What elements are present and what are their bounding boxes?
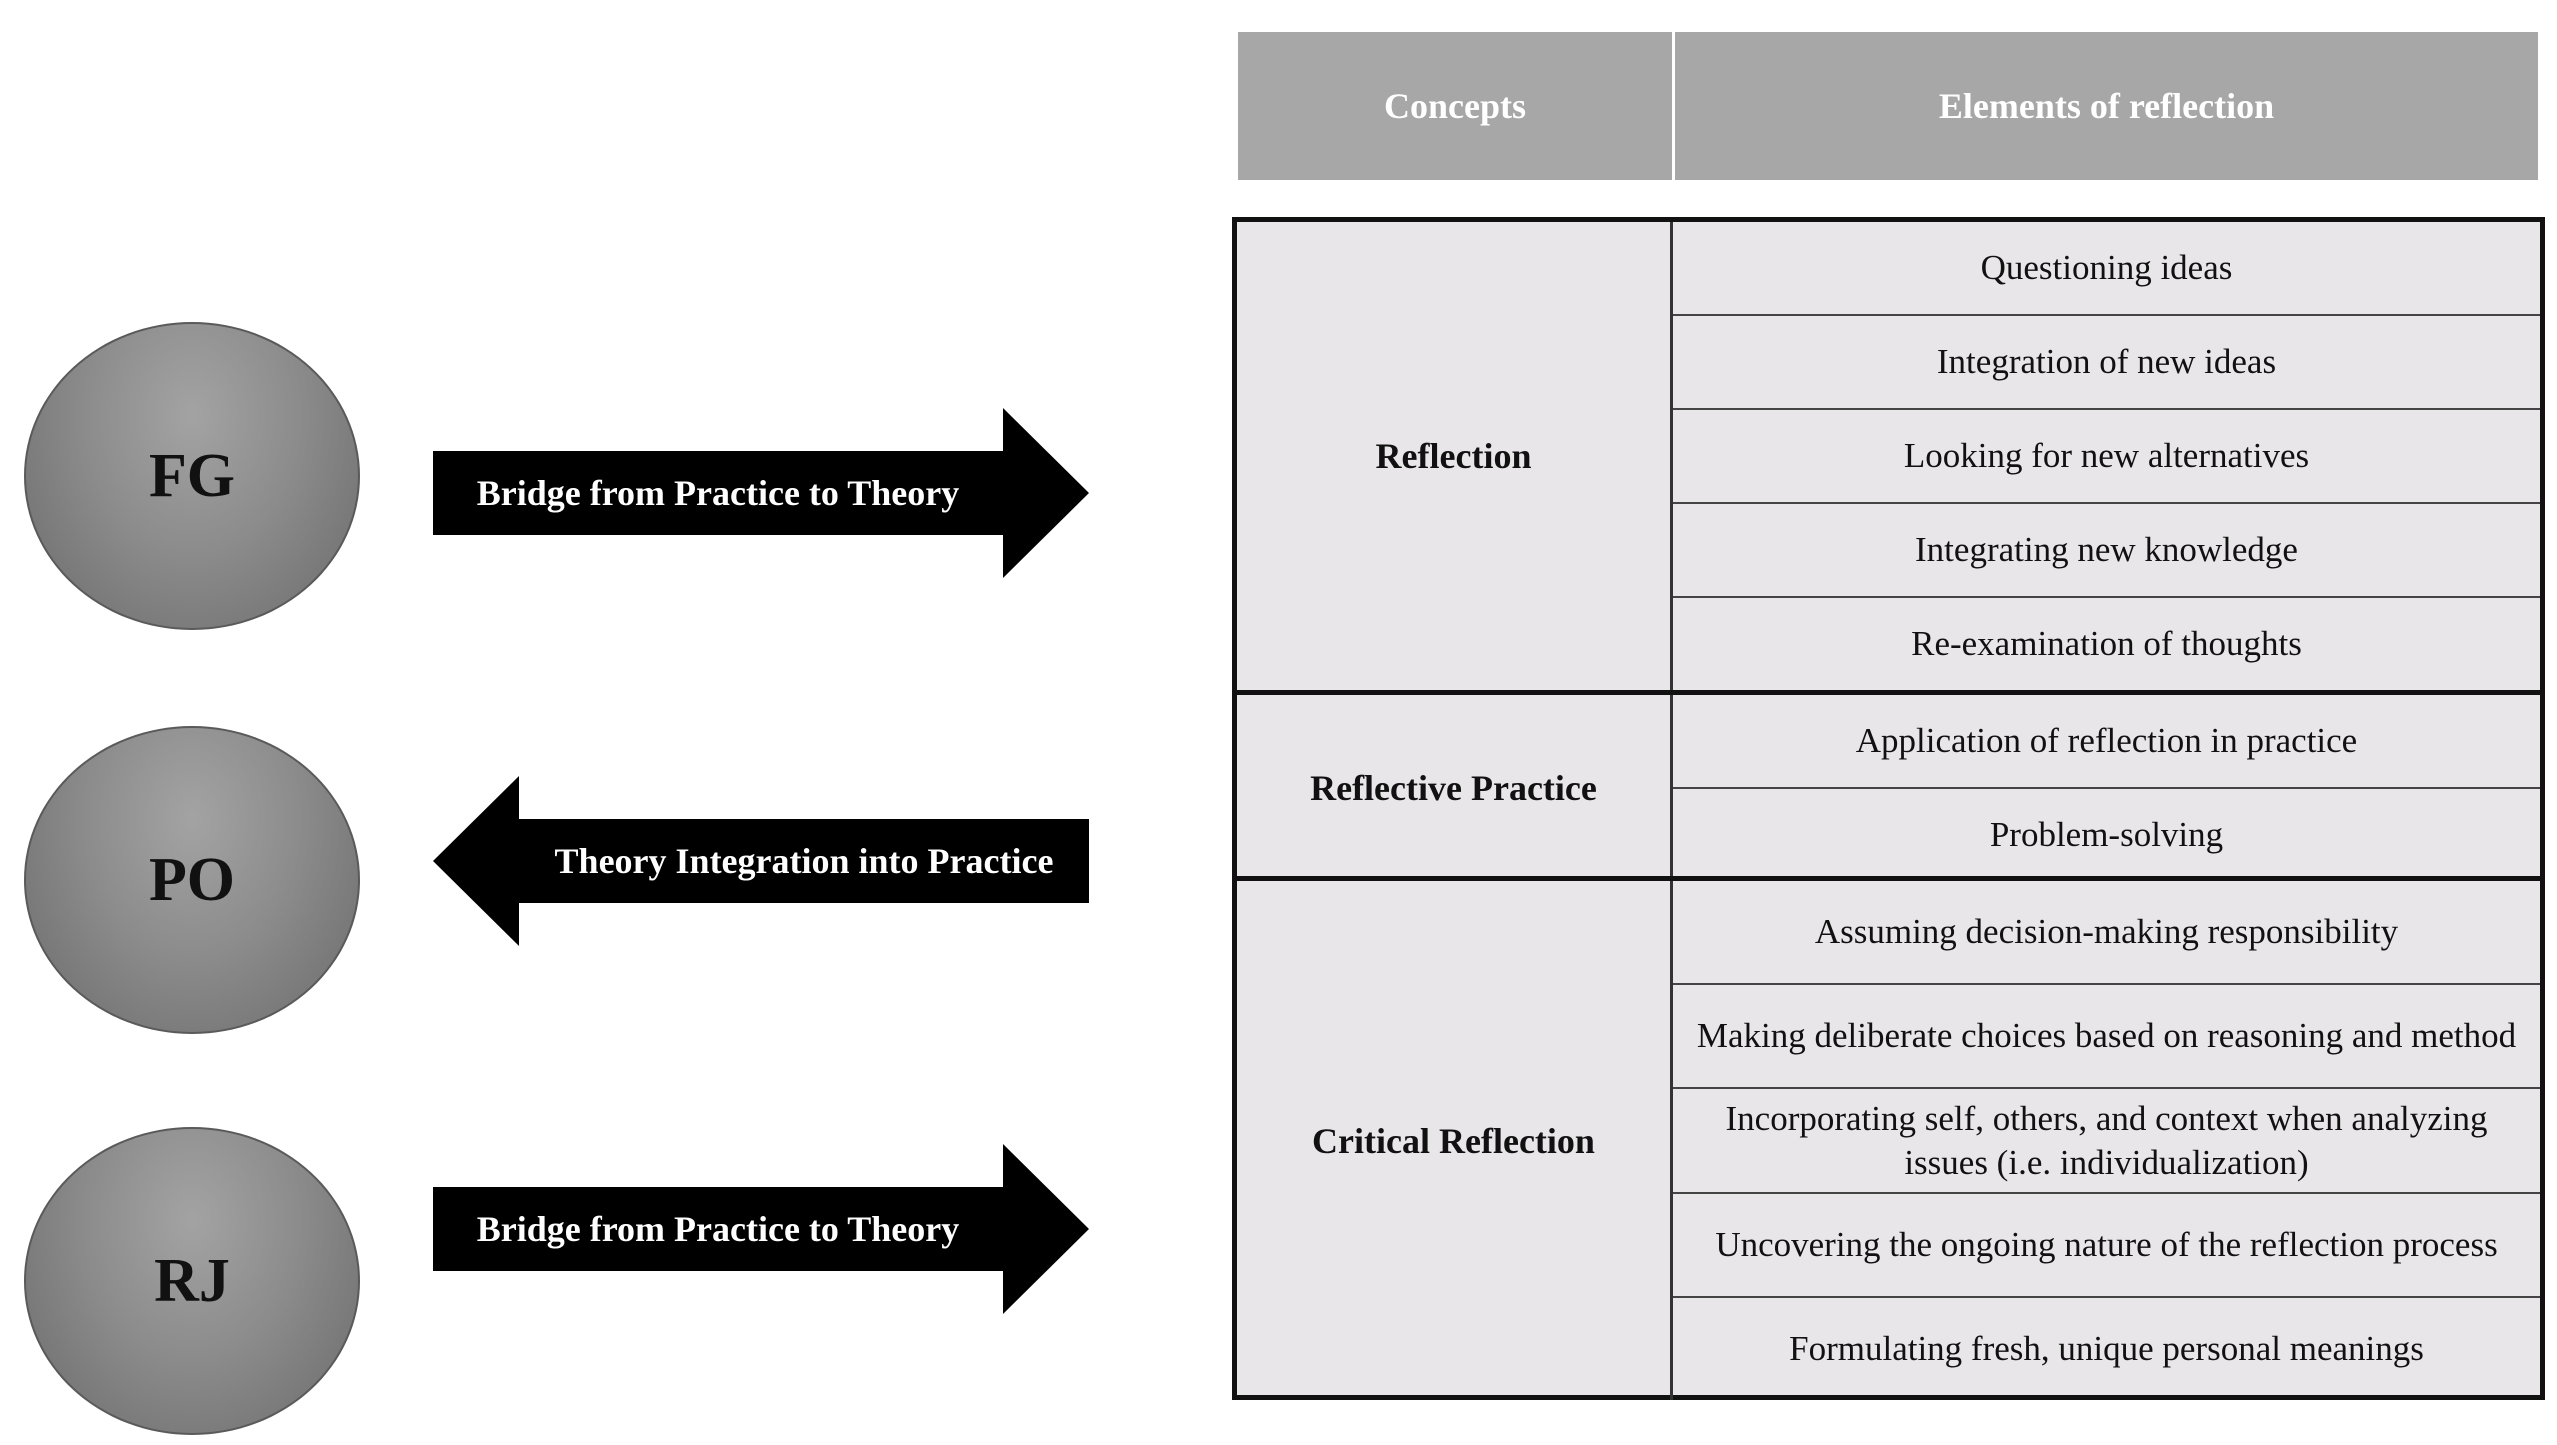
circle-label: PO	[148, 845, 236, 914]
header-elements-of-reflection: Elements of reflection	[1675, 32, 2538, 180]
element-cell: Questioning ideas	[1980, 248, 2233, 288]
element-cell: Integration of new ideas	[1673, 314, 2540, 408]
concept-cell: Reflection	[1237, 222, 1673, 690]
circle-label: FG	[148, 441, 236, 510]
element-cell: Formulating fresh, unique personal meani…	[1673, 1295, 2540, 1400]
element-cell: Assuming decision-making responsibility	[1814, 912, 2399, 952]
table-header: Concepts Elements of reflection	[1238, 32, 2538, 180]
element-cell: Integrating new knowledge	[1673, 502, 2540, 596]
element-cell: Looking for new alternatives	[1673, 408, 2540, 502]
circle-po: PO	[24, 726, 360, 1034]
element-cell: Incorporating self, others, and context …	[1673, 1087, 2540, 1191]
element-cell: Making deliberate choices based on reaso…	[1673, 983, 2540, 1087]
concept-cell: Reflective Practice	[1237, 695, 1673, 881]
concept-cell: Critical Reflection	[1237, 881, 1673, 1400]
element-cell: Problem-solving	[1673, 787, 2540, 881]
elements-list: Assuming decision-making responsibility …	[1673, 881, 2540, 1400]
element-cell: Re-examination of thoughts	[1673, 596, 2540, 690]
group-reflection: Reflection Questioning ideas Integration…	[1237, 222, 2540, 690]
arrow-right-icon	[433, 408, 1089, 578]
arrow-left-icon	[433, 776, 1089, 946]
elements-list: Questioning ideas Integration of new ide…	[1673, 222, 2540, 690]
element-cell: Application of reflection in practice	[1855, 721, 2358, 761]
arrow-right-practice-to-theory: Bridge from Practice to Theory	[433, 1144, 1089, 1314]
circle-label: RJ	[154, 1246, 230, 1315]
circle-rj: RJ	[24, 1127, 360, 1435]
arrow-label: Theory Integration into Practice	[554, 841, 1054, 881]
circle-fg: FG	[24, 322, 360, 630]
arrow-label: Bridge from Practice to Theory	[476, 1209, 960, 1249]
elements-list: Application of reflection in practice Pr…	[1673, 695, 2540, 881]
header-concepts: Concepts	[1238, 32, 1675, 180]
group-critical-reflection: Critical Reflection Assuming decision-ma…	[1237, 876, 2540, 1400]
arrow-left-theory-to-practice: Theory Integration into Practice	[433, 776, 1089, 946]
arrow-right-practice-to-theory: Bridge from Practice to Theory	[433, 408, 1089, 578]
arrow-label: Bridge from Practice to Theory	[476, 473, 960, 513]
concepts-table: Reflection Questioning ideas Integration…	[1232, 217, 2545, 1400]
group-reflective-practice: Reflective Practice Application of refle…	[1237, 690, 2540, 881]
element-cell: Uncovering the ongoing nature of the ref…	[1673, 1191, 2540, 1296]
arrow-right-icon	[433, 1144, 1089, 1314]
